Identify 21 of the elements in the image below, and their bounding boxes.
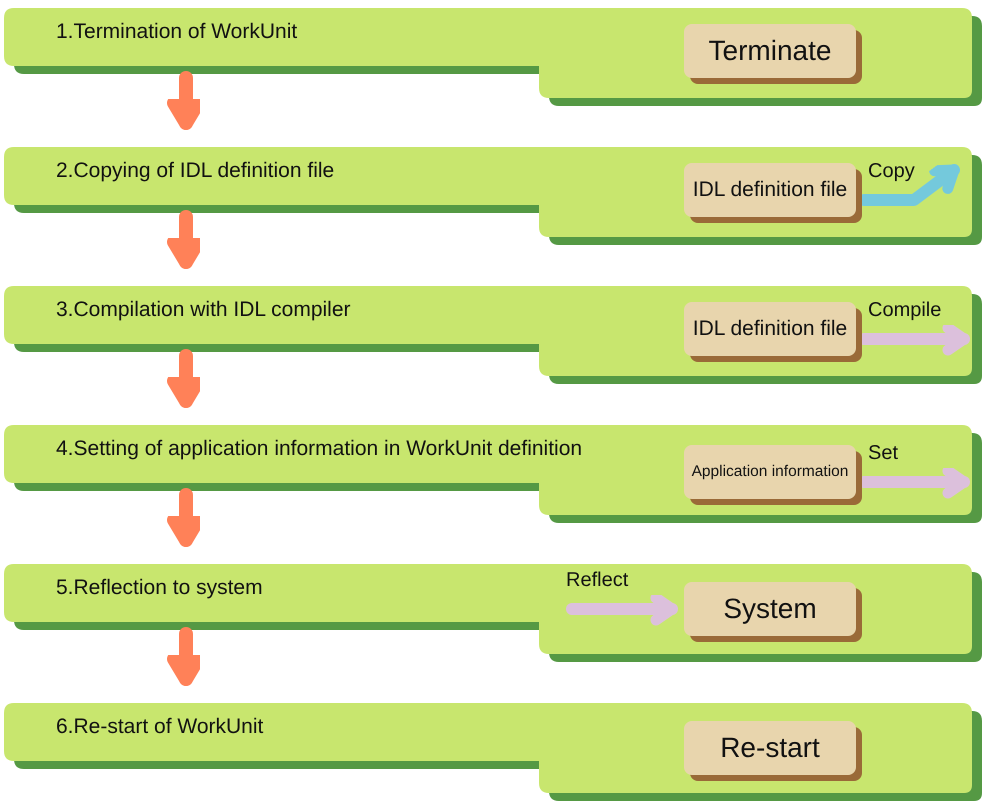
step-heading: 2.Copying of IDL definition file [56, 159, 334, 183]
object-box: Application information [684, 445, 856, 499]
step-heading: 1.Termination of WorkUnit [56, 20, 298, 44]
step-band [4, 286, 984, 386]
arrow [566, 592, 678, 626]
step-heading: 5.Reflection to system [56, 576, 263, 600]
step-heading: 3.Compilation with IDL compiler [56, 298, 351, 322]
step-heading: 6.Re-start of WorkUnit [56, 715, 264, 739]
edge-label: Compile [866, 299, 944, 322]
object-box: IDL definition file [684, 163, 856, 217]
step-band [4, 147, 984, 247]
step-band [4, 564, 984, 664]
step-band [4, 703, 984, 803]
object-box: Re-start [684, 721, 856, 775]
step-band [4, 8, 984, 108]
step-heading: 4.Setting of application information in WorkUnit definition [56, 437, 582, 461]
object-box: IDL definition file [684, 302, 856, 356]
step-band [4, 425, 984, 525]
object-box: System [684, 582, 856, 636]
edge-label: Copy [866, 160, 917, 183]
object-box: Terminate [684, 24, 856, 78]
